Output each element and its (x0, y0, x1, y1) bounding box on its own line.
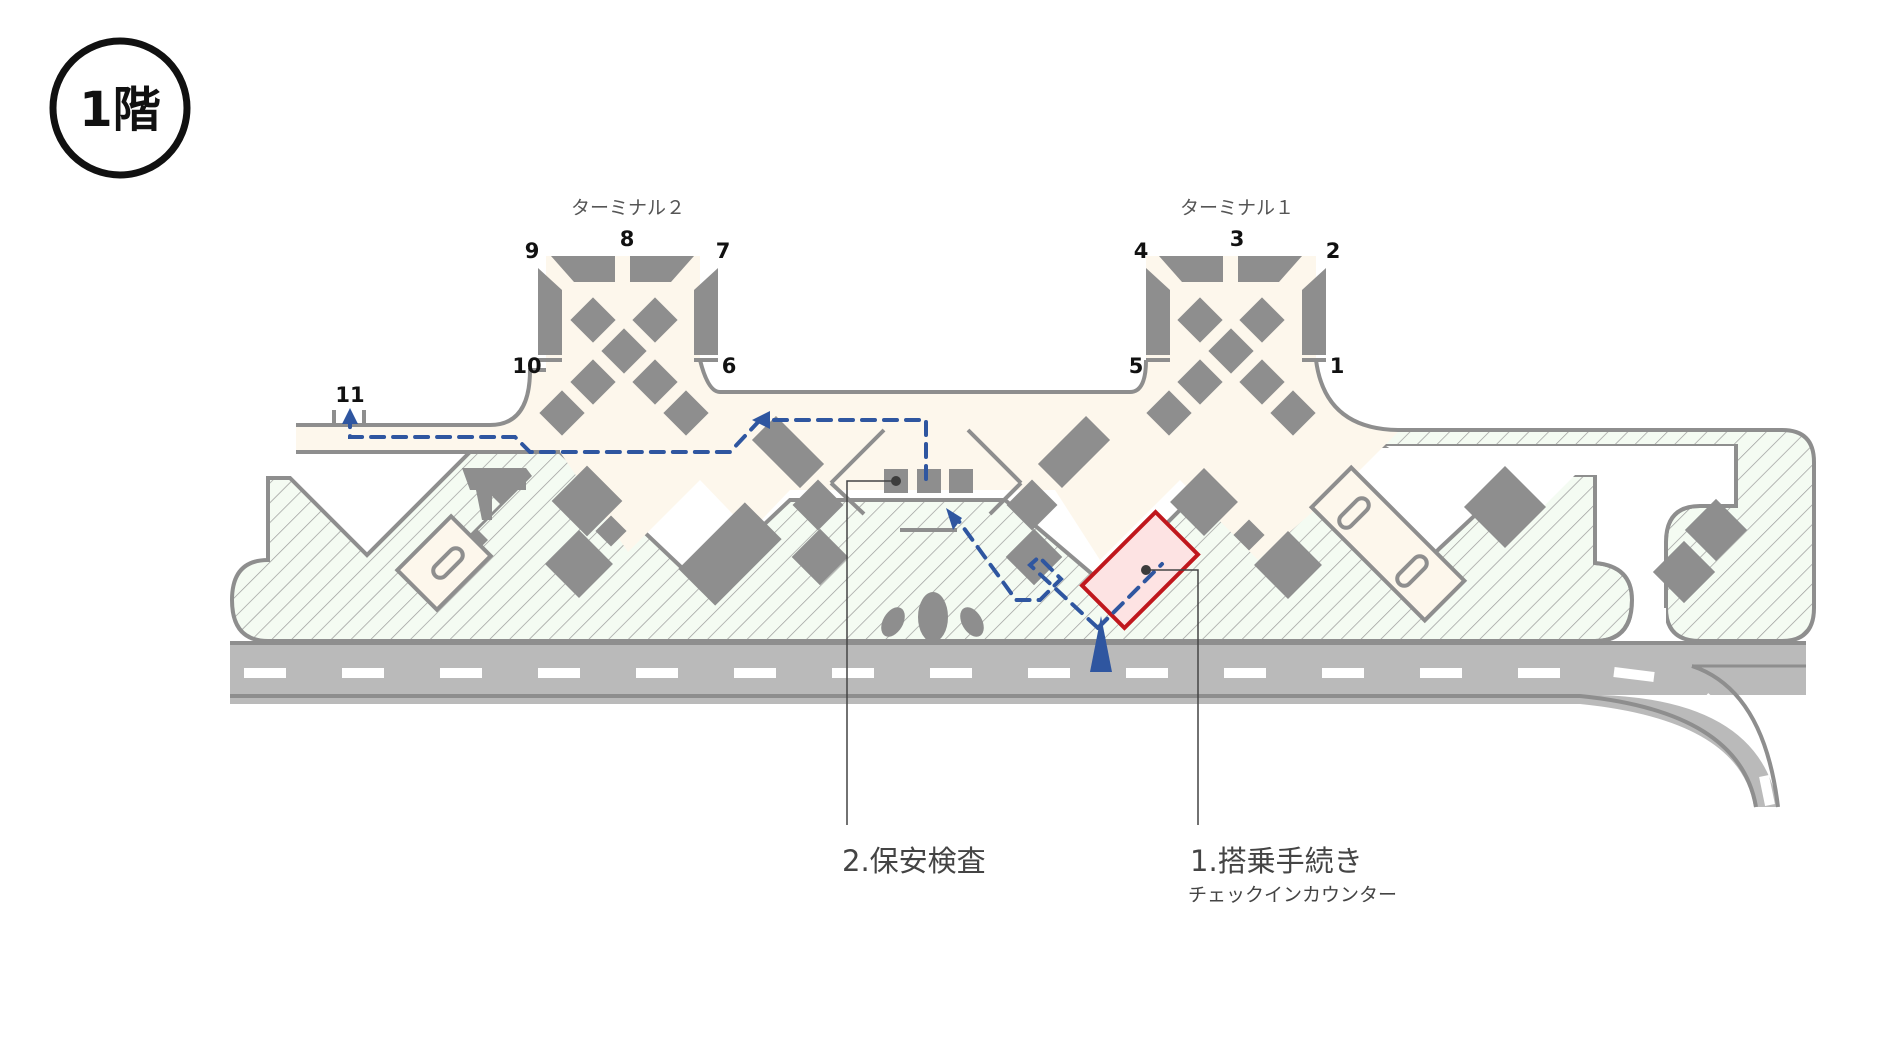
gate-1[interactable]: 1 (1330, 354, 1345, 378)
terminal-2-label: ターミナル２ (571, 197, 685, 219)
road (230, 641, 1806, 808)
gate-8[interactable]: 8 (620, 227, 635, 251)
gate-2[interactable]: 2 (1326, 239, 1341, 263)
checkin-sublabel: チェックインカウンター (1188, 884, 1397, 906)
checkin-label: 1.搭乗手続き (1190, 844, 1363, 878)
terminal-1-label: ターミナル１ (1180, 197, 1294, 219)
gate-5[interactable]: 5 (1129, 354, 1144, 378)
gate-3[interactable]: 3 (1230, 227, 1245, 251)
security-label: 2.保安検査 (842, 844, 986, 878)
floor-badge: 1階 (49, 37, 191, 179)
passenger-route (342, 408, 1164, 672)
gate-7[interactable]: 7 (716, 239, 731, 263)
route-arrow-west (752, 411, 770, 429)
gate-10[interactable]: 10 (512, 354, 541, 378)
floor-label: 1階 (79, 82, 160, 138)
gate-4[interactable]: 4 (1134, 239, 1149, 263)
route-arrow-security (946, 508, 962, 530)
checkin-counter[interactable] (1079, 509, 1201, 631)
checkin-marker (1141, 565, 1151, 575)
callout-leaders (846, 476, 1199, 825)
airside-concourse (296, 256, 1401, 560)
route-arrow-gate11 (342, 408, 358, 424)
security-gate-3 (949, 469, 973, 493)
floor-badge-circle (49, 37, 191, 179)
security-gate-2 (917, 469, 941, 493)
gate-11[interactable]: 11 (335, 383, 364, 407)
entrance-arrow (1090, 616, 1112, 672)
escalator-right (1308, 464, 1468, 624)
gate-9[interactable]: 9 (525, 239, 540, 263)
escalator-left (394, 513, 494, 613)
security-marker (891, 476, 901, 486)
gate-6[interactable]: 6 (722, 354, 737, 378)
